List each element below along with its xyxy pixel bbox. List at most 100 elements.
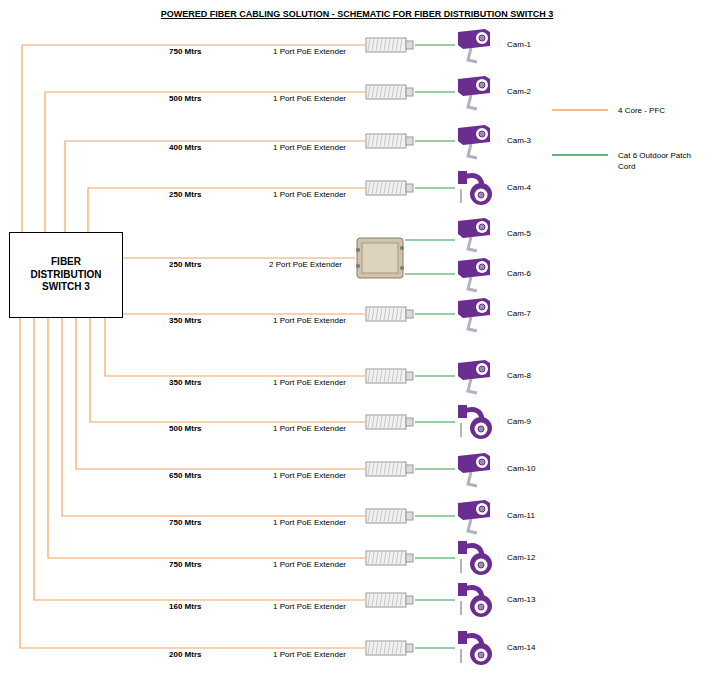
- icon-part: [479, 82, 485, 88]
- icon-part: [362, 243, 398, 273]
- icon-part: [376, 463, 378, 475]
- icon-part: [368, 594, 370, 606]
- camera: Cam-14: [455, 629, 495, 667]
- icon-part: [476, 79, 488, 91]
- icon-part: [468, 472, 477, 486]
- camera-label: Cam-7: [507, 307, 531, 321]
- icon-part: [372, 510, 374, 522]
- icon-part: [384, 642, 386, 654]
- icon-part: [458, 258, 490, 278]
- icon-part: [388, 135, 390, 147]
- icon-part: [406, 88, 413, 96]
- dome-camera-icon: [455, 629, 495, 667]
- icon-part: [380, 416, 382, 428]
- icon-part: [476, 128, 488, 140]
- poe-extender: 1 Port PoE Extender: [365, 412, 415, 432]
- icon-part: [458, 125, 490, 145]
- extender-label: 1 Port PoE Extender: [272, 190, 347, 200]
- icon-part: [396, 86, 398, 98]
- icon-part: [376, 510, 378, 522]
- icon-part: [392, 182, 394, 194]
- icon-part: [380, 594, 382, 606]
- icon-part: [400, 594, 402, 606]
- icon-part: [479, 35, 485, 41]
- distance-label: 250 Mtrs: [168, 260, 202, 270]
- icon-part: [368, 182, 370, 194]
- icon-part: [468, 519, 477, 533]
- icon-part: [388, 86, 390, 98]
- distance-label: 350 Mtrs: [168, 378, 202, 388]
- icon-part: [460, 423, 462, 437]
- icon-part: [468, 144, 477, 158]
- icon-part: [479, 224, 485, 230]
- icon-part: [384, 135, 386, 147]
- icon-part: [384, 594, 386, 606]
- extender-label: 1 Port PoE Extender: [272, 518, 347, 528]
- extender-icon: [365, 548, 415, 568]
- icon-part: [406, 465, 413, 473]
- distance-label: 160 Mtrs: [168, 602, 202, 612]
- icon-part: [476, 261, 488, 273]
- legend-text: Cat 6 Outdoor Patch Cord: [618, 150, 702, 172]
- pfc-cable: [105, 318, 365, 376]
- camera-label: Cam-8: [507, 369, 531, 383]
- icon-part: [479, 131, 485, 137]
- camera: Cam-6: [455, 255, 495, 293]
- icon-part: [368, 552, 370, 564]
- icon-part: [400, 416, 402, 428]
- icon-part: [460, 559, 462, 573]
- camera-label: Cam-12: [507, 551, 535, 565]
- icon-part: [406, 310, 413, 318]
- icon-part: [388, 370, 390, 382]
- icon-part: [376, 86, 378, 98]
- icon-part: [475, 423, 488, 436]
- icon-part: [392, 308, 394, 320]
- extender-icon: [355, 236, 405, 280]
- icon-part: [366, 85, 406, 99]
- patch-cord: [415, 421, 455, 422]
- icon-part: [460, 649, 462, 663]
- icon-part: [476, 503, 488, 515]
- camera: Cam-10: [455, 450, 495, 488]
- dome-camera-icon: [455, 403, 495, 441]
- icon-part: [396, 370, 398, 382]
- camera-label: Cam-2: [507, 85, 531, 99]
- extender-label: 2 Port PoE Extender: [268, 260, 343, 270]
- extender-label: 1 Port PoE Extender: [272, 47, 347, 57]
- icon-part: [470, 643, 492, 665]
- icon-part: [384, 370, 386, 382]
- icon-part: [458, 360, 490, 380]
- icon-part: [380, 463, 382, 475]
- icon-part: [388, 463, 390, 475]
- icon-part: [368, 463, 370, 475]
- icon-part: [396, 463, 398, 475]
- icon-part: [400, 246, 404, 250]
- icon-part: [368, 39, 370, 51]
- icon-part: [388, 308, 390, 320]
- icon-part: [470, 417, 492, 439]
- camera-label: Cam-13: [507, 593, 535, 607]
- poe-extender: 1 Port PoE Extender: [365, 35, 415, 55]
- poe-extender: 1 Port PoE Extender: [365, 638, 415, 658]
- icon-part: [372, 308, 374, 320]
- poe-extender: 1 Port PoE Extender: [365, 304, 415, 324]
- patch-cord: [415, 187, 455, 188]
- extender-label: 1 Port PoE Extender: [272, 316, 347, 326]
- icon-part: [388, 594, 390, 606]
- icon-part: [400, 642, 402, 654]
- pfc-cable: [22, 45, 365, 232]
- icon-part: [380, 86, 382, 98]
- bullet-camera-icon: [455, 450, 495, 488]
- icon-part: [400, 39, 402, 51]
- icon-part: [376, 552, 378, 564]
- distance-label: 650 Mtrs: [168, 471, 202, 481]
- patch-cord: [415, 91, 455, 92]
- bullet-camera-icon: [455, 215, 495, 253]
- icon-part: [476, 32, 488, 44]
- camera-label: Cam-10: [507, 462, 535, 476]
- icon-part: [468, 237, 477, 251]
- icon-part: [366, 509, 406, 523]
- icon-part: [396, 135, 398, 147]
- icon-part: [366, 38, 406, 52]
- icon-part: [392, 135, 394, 147]
